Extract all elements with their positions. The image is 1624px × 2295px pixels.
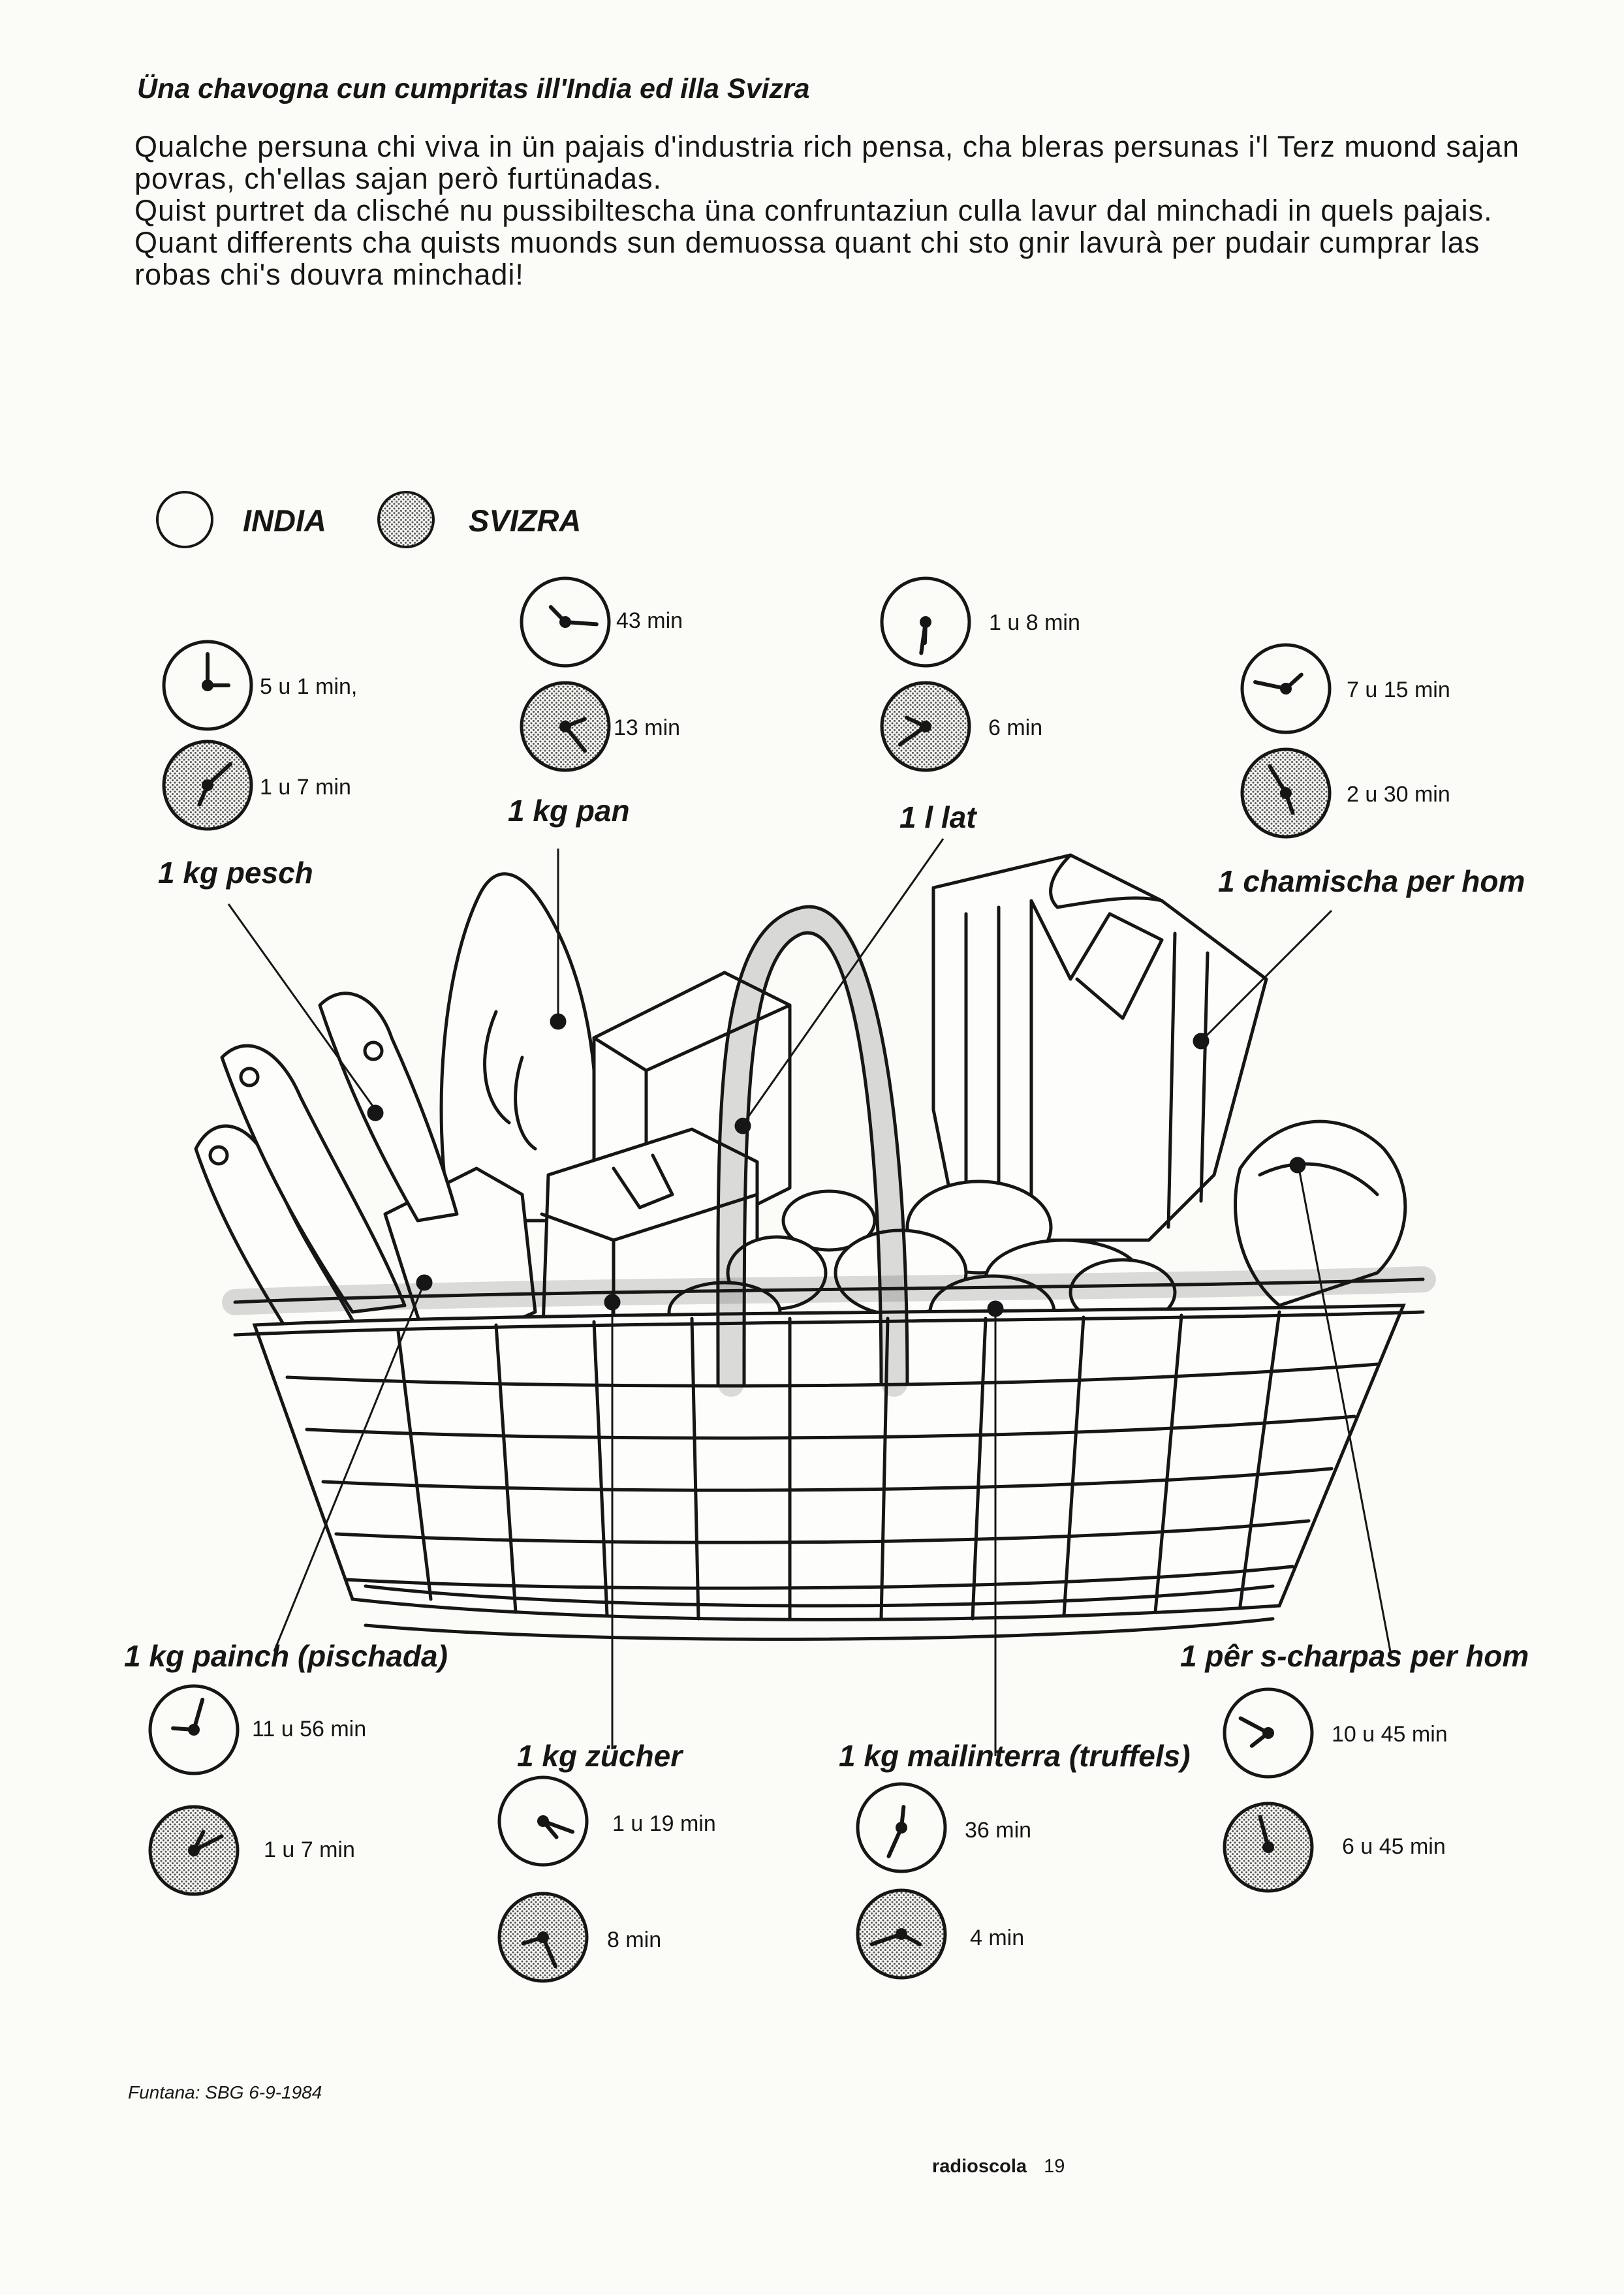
clock-india-fish-icon — [162, 640, 253, 731]
time-india-shoes: 10 u 45 min — [1332, 1722, 1448, 1747]
time-india-bread: 43 min — [616, 608, 683, 633]
item-label-potatoes: 1 kg mailinterra (truffels) — [839, 1739, 1191, 1773]
intro-paragraph-1: Qualche persuna chi viva in ün pajais d'… — [134, 130, 1520, 195]
clock-india-milk-icon — [880, 576, 971, 668]
fish-icon — [318, 991, 459, 1223]
item-label-flour: 1 kg painch (pischada) — [124, 1639, 448, 1673]
time-india-flour: 11 u 56 min — [252, 1717, 367, 1741]
time-svizra-potatoes: 4 min — [970, 1926, 1025, 1950]
time-svizra-milk: 6 min — [988, 715, 1043, 740]
clock-center — [1280, 787, 1292, 799]
item-label-shirt: 1 chamischa per hom — [1218, 864, 1525, 898]
clock-india-potatoes-icon — [856, 1782, 947, 1873]
item-label-sugar: 1 kg zücher — [517, 1739, 683, 1773]
legend-svizra-label: SVIZRA — [469, 503, 582, 538]
legend-india-label: INDIA — [243, 503, 326, 538]
clock-center — [920, 721, 931, 732]
clock-center — [202, 779, 213, 791]
item-label-fish: 1 kg pesch — [158, 856, 313, 890]
clock-india-bread-icon — [520, 576, 611, 668]
shirt-icon — [931, 853, 1268, 1242]
fish-icon — [194, 1124, 367, 1353]
clock-center — [188, 1845, 200, 1856]
clock-center — [896, 1928, 907, 1940]
time-india-shirt: 7 u 15 min — [1347, 678, 1450, 702]
footer-page-number: 19 — [1044, 2156, 1065, 2177]
time-svizra-bread: 13 min — [614, 715, 681, 740]
basket-handle-icon — [716, 905, 909, 1386]
clock-center — [1280, 683, 1292, 695]
item-label-milk: 1 l lat — [899, 800, 976, 834]
clock-india-flour-icon — [148, 1684, 240, 1775]
clock-center — [559, 721, 571, 732]
time-svizra-flour: 1 u 7 min — [264, 1837, 355, 1862]
time-svizra-fish: 1 u 7 min — [260, 775, 351, 800]
time-india-sugar: 1 u 19 min — [612, 1811, 716, 1836]
intro-text: Qualche persuna chi viva in ün pajais d'… — [134, 131, 1557, 290]
clock-center — [559, 616, 571, 628]
source-note: Funtana: SBG 6-9-1984 — [128, 2082, 322, 2102]
intro-paragraph-2: Quist purtret da clisché nu pussibiltesc… — [134, 194, 1493, 227]
time-india-potatoes: 36 min — [965, 1818, 1032, 1843]
potato-icon — [781, 1189, 877, 1252]
clock-center — [920, 616, 931, 628]
clock-india-shoes-icon — [1223, 1687, 1314, 1779]
page-footer: radioscola 19 — [932, 2156, 1065, 2178]
time-svizra-sugar: 8 min — [607, 1928, 662, 1952]
item-label-bread: 1 kg pan — [508, 794, 630, 828]
item-label-shoes: 1 pêr s-charpas per hom — [1180, 1639, 1529, 1673]
legend-svizra-circle-icon — [377, 491, 435, 548]
intro-paragraph-3: Quant differents cha quists muonds sun d… — [134, 226, 1480, 291]
clock-center — [537, 1815, 549, 1827]
clock-center — [188, 1724, 200, 1736]
time-india-milk: 1 u 8 min — [989, 610, 1080, 635]
clock-center — [202, 679, 213, 691]
clock-center — [1262, 1727, 1274, 1739]
clock-india-shirt-icon — [1240, 643, 1332, 734]
clock-center — [1262, 1841, 1274, 1853]
time-india-fish: 5 u 1 min, — [260, 674, 358, 699]
clock-india-sugar-icon — [497, 1775, 589, 1867]
time-svizra-shoes: 6 u 45 min — [1342, 1834, 1446, 1859]
page-title: Üna chavogna cun cumpritas ill'India ed … — [137, 73, 810, 104]
fish-icon — [220, 1044, 407, 1314]
pointer-lines — [227, 838, 1392, 1756]
time-svizra-shirt: 2 u 30 min — [1347, 782, 1450, 807]
legend-india-circle-icon — [156, 491, 213, 548]
footer-publication: radioscola — [932, 2156, 1027, 2177]
clock-center — [537, 1931, 549, 1943]
clock-center — [896, 1822, 907, 1834]
